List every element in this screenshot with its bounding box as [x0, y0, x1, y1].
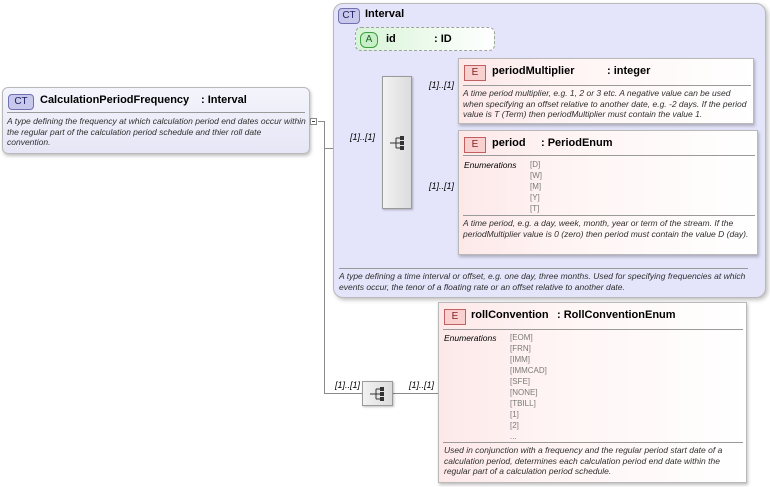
- enum-value: [IMMCAD]: [510, 366, 547, 375]
- complex-type-badge: CT: [338, 8, 360, 24]
- sequence-icon: [390, 136, 404, 150]
- separator: [463, 215, 755, 216]
- root-type-name: CalculationPeriodFrequency: [40, 94, 190, 106]
- attribute-name: id: [386, 33, 396, 45]
- separator: [339, 268, 748, 269]
- enum-value: [EOM]: [510, 333, 533, 342]
- enumerations-label: Enumerations: [444, 333, 497, 343]
- element-rollConvention[interactable]: E rollConvention : RollConventionEnum En…: [438, 302, 747, 483]
- attribute-type: : ID: [434, 33, 452, 45]
- enum-value: ...: [510, 432, 517, 441]
- sequence-compositor[interactable]: [382, 76, 412, 209]
- sequence-cardinality: [1]..[1]: [350, 132, 376, 142]
- element-documentation: Used in conjunction with a frequency and…: [444, 445, 723, 476]
- enum-value: [SFE]: [510, 377, 531, 386]
- enum-value: [D]: [530, 160, 541, 169]
- sequence-cardinality: [1]..[1]: [335, 380, 361, 390]
- attribute-badge: A: [360, 32, 378, 48]
- enumeration-values: [EOM] [FRN] [IMM] [IMMCAD] [SFE] [NONE] …: [510, 332, 547, 442]
- interval-type-name: Interval: [365, 8, 405, 20]
- enum-value: [1]: [510, 410, 519, 419]
- enum-value: [2]: [510, 421, 519, 430]
- connector-line: [318, 121, 325, 122]
- separator: [443, 442, 743, 443]
- enum-value: [M]: [530, 182, 542, 191]
- enumeration-values: [D] [W] [M] [Y] [T]: [530, 159, 542, 214]
- element-documentation: A time period, e.g. a day, week, month, …: [463, 218, 749, 239]
- connector-line: [393, 393, 438, 394]
- connector-line: [324, 121, 325, 393]
- element-badge: E: [464, 65, 486, 81]
- enum-value: [IMM]: [510, 355, 530, 364]
- element-type: : PeriodEnum: [541, 137, 613, 149]
- separator: [463, 155, 755, 156]
- element-badge: E: [464, 137, 486, 153]
- separator: [7, 112, 305, 113]
- element-periodMultiplier[interactable]: E periodMultiplier : integer A time peri…: [458, 58, 754, 124]
- root-type-base: : Interval: [201, 94, 247, 106]
- sequence-icon: [370, 387, 384, 401]
- enumerations-label: Enumerations: [464, 160, 517, 170]
- enum-value: [Y]: [530, 193, 540, 202]
- connector-line: [324, 393, 362, 394]
- complex-type-badge: CT: [8, 94, 34, 110]
- enum-value: [TBILL]: [510, 399, 536, 408]
- root-type-documentation: A type defining the frequency at which c…: [7, 116, 306, 147]
- element-name: periodMultiplier: [492, 65, 575, 77]
- enum-value: [NONE]: [510, 388, 538, 397]
- element-badge: E: [444, 309, 466, 325]
- sequence-compositor[interactable]: [362, 381, 393, 406]
- enum-value: [T]: [530, 204, 540, 213]
- connector-line: [324, 148, 333, 149]
- root-type-box[interactable]: CT CalculationPeriodFrequency : Interval…: [2, 87, 310, 154]
- element-cardinality: [1]..[1]: [429, 80, 455, 90]
- enum-value: [W]: [530, 171, 542, 180]
- collapse-toggle[interactable]: [310, 118, 317, 125]
- separator: [463, 85, 751, 86]
- attribute-id-box[interactable]: A id : ID: [355, 27, 495, 51]
- element-cardinality: [1]..[1]: [429, 181, 455, 191]
- element-period[interactable]: E period : PeriodEnum Enumerations [D] […: [458, 130, 758, 255]
- element-name: period: [492, 137, 526, 149]
- element-cardinality: [1]..[1]: [409, 380, 435, 390]
- element-type: : RollConventionEnum: [557, 309, 676, 321]
- element-documentation: A time period multiplier, e.g. 1, 2 or 3…: [463, 88, 747, 119]
- element-name: rollConvention: [471, 309, 549, 321]
- interval-documentation: A type defining a time interval or offse…: [339, 271, 746, 292]
- enum-value: [FRN]: [510, 344, 531, 353]
- element-type: : integer: [607, 65, 651, 77]
- separator: [443, 329, 743, 330]
